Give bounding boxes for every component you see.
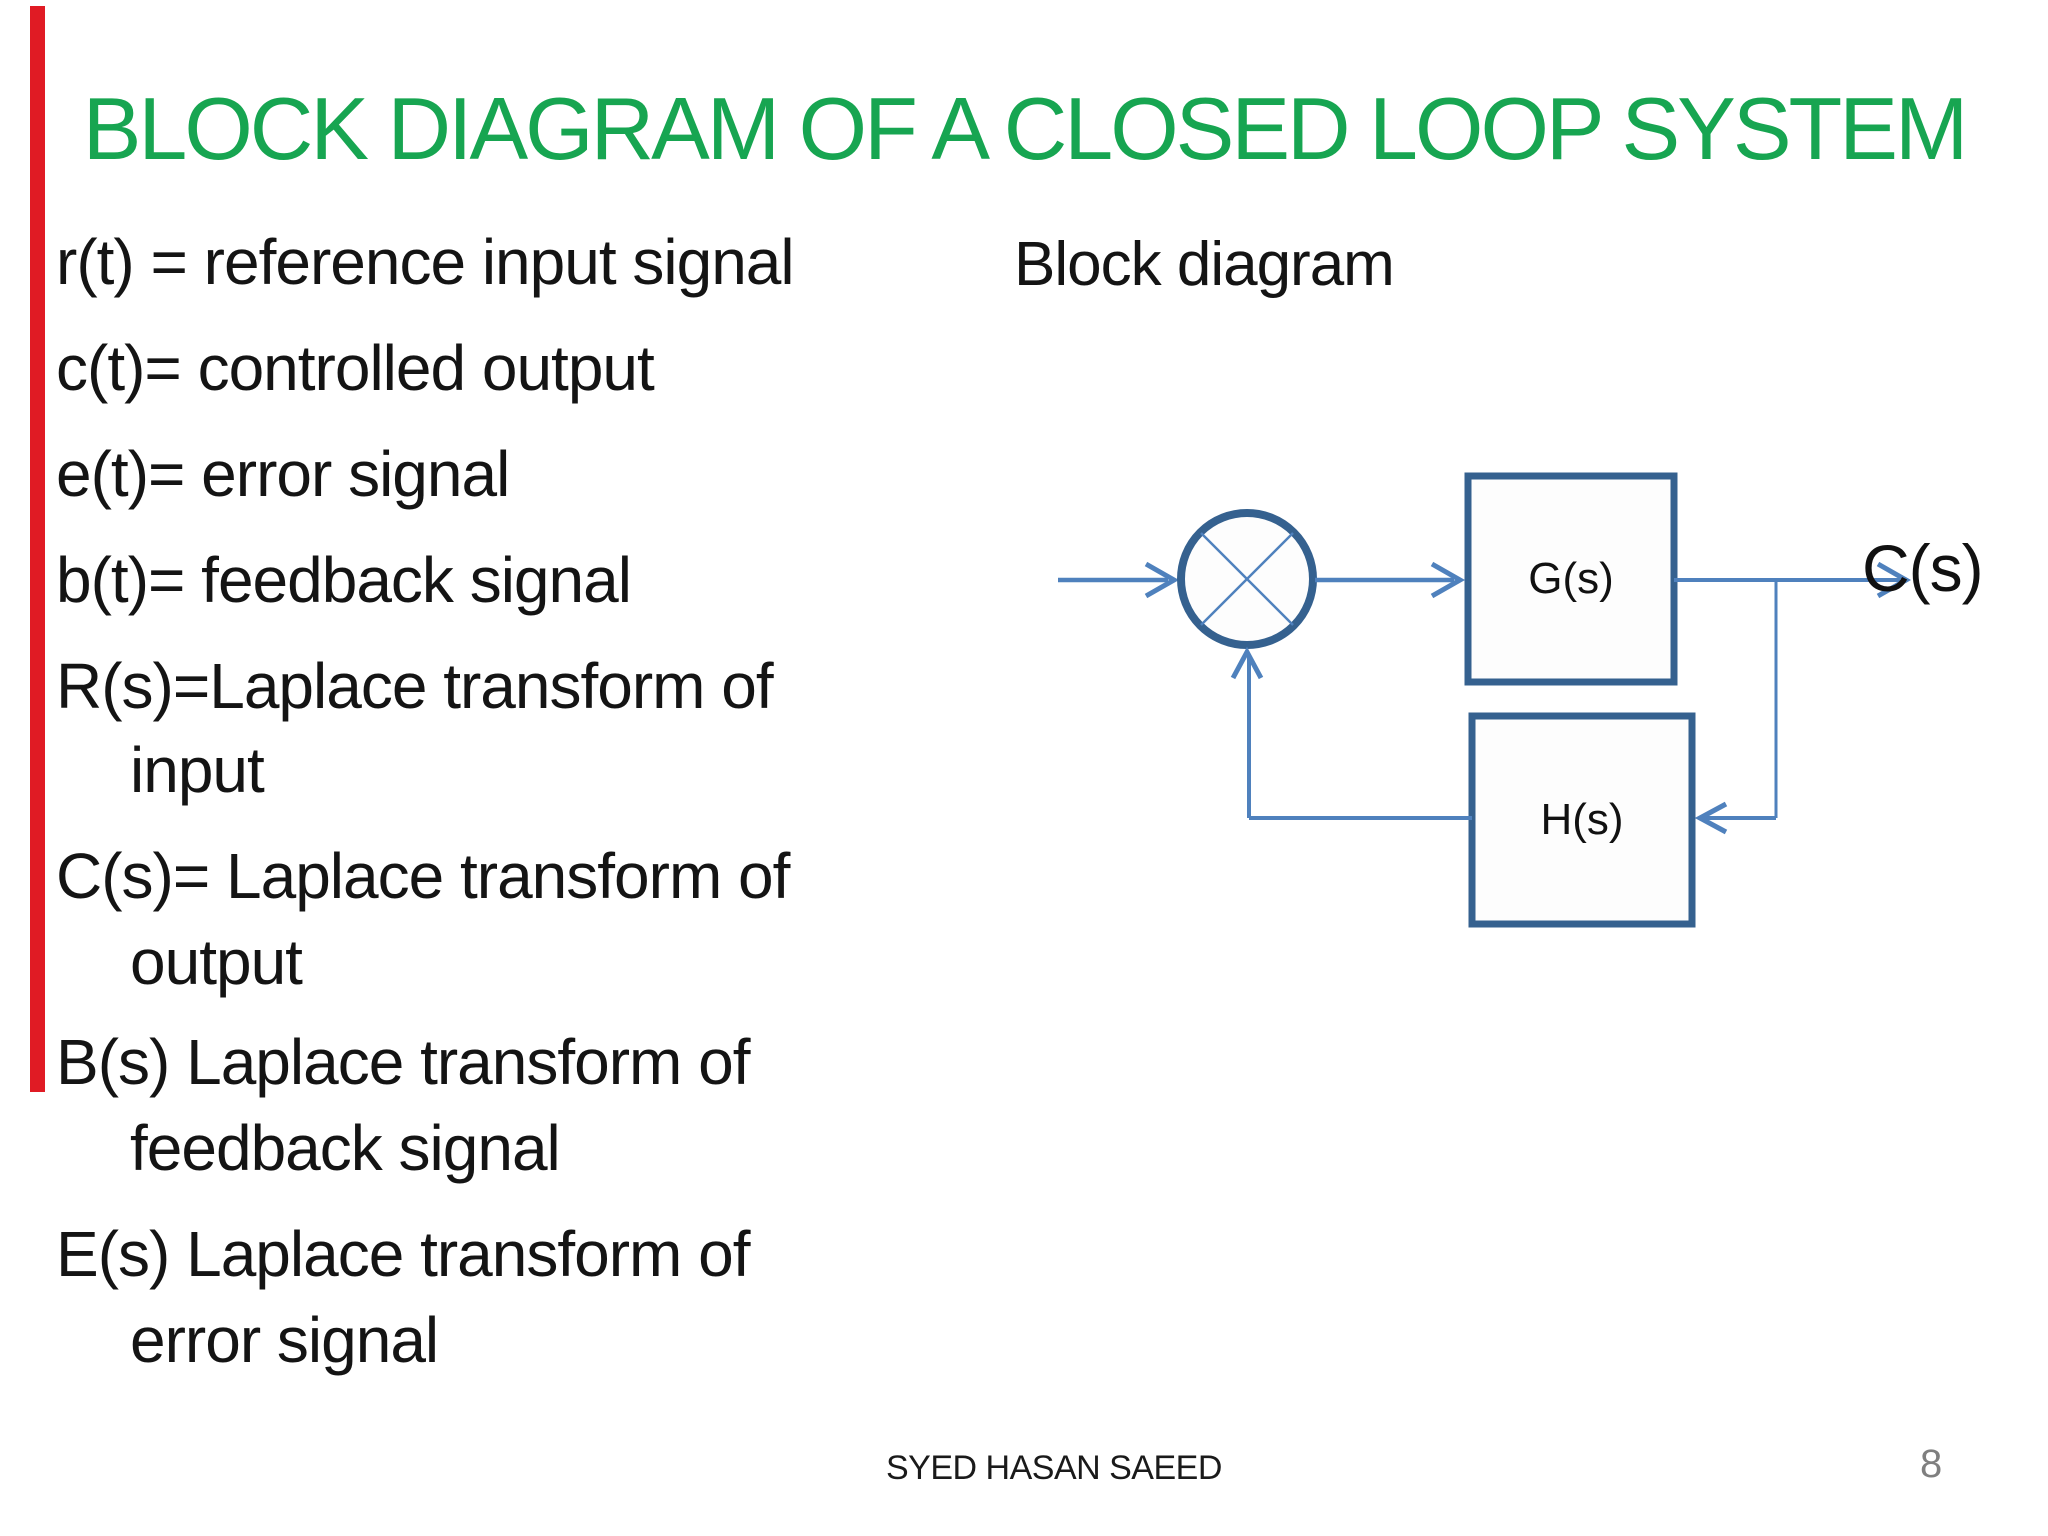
feedback-up-arrowhead-icon: [1230, 646, 1264, 680]
g-block-label: G(s): [1528, 554, 1614, 603]
definition-line-es-wrap: error signal: [130, 1304, 439, 1376]
h-block-label: H(s): [1540, 795, 1624, 844]
definition-line-rt: r(t) = reference input signal: [56, 226, 795, 298]
error-arrowhead-icon: [1430, 561, 1466, 599]
summing-junction-cross-line-2: [1200, 532, 1294, 626]
feedback-into-h-arrowhead-icon: [1694, 801, 1728, 835]
page-number: 8: [1920, 1442, 1943, 1486]
diagram-label: Block diagram: [1014, 230, 1395, 299]
output-signal-label: C(s): [1862, 531, 1984, 605]
definition-line-bs: B(s) Laplace transform of: [56, 1026, 750, 1098]
red-accent-bar: [30, 6, 45, 1092]
definition-line-cs: C(s)= Laplace transform of: [56, 840, 790, 912]
footer-author: SYED HASAN SAEED: [886, 1449, 1222, 1487]
definition-line-et: e(t)= error signal: [56, 438, 510, 510]
definition-line-rs-wrap: input: [130, 734, 265, 806]
definition-line-rs: R(s)=Laplace transform of: [56, 650, 774, 722]
definition-line-es: E(s) Laplace transform of: [56, 1218, 750, 1290]
input-arrowhead-icon: [1144, 561, 1180, 599]
output-arrowhead-icon: [1876, 561, 1912, 599]
definition-line-ct: c(t)= controlled output: [56, 332, 655, 404]
h-block: [1468, 712, 1696, 928]
definition-line-bt: b(t)= feedback signal: [56, 544, 632, 616]
page-title: BLOCK DIAGRAM OF A CLOSED LOOP SYSTEM: [82, 79, 1969, 178]
definition-line-bs-wrap: feedback signal: [130, 1112, 561, 1184]
definition-line-cs-wrap: output: [130, 926, 303, 998]
